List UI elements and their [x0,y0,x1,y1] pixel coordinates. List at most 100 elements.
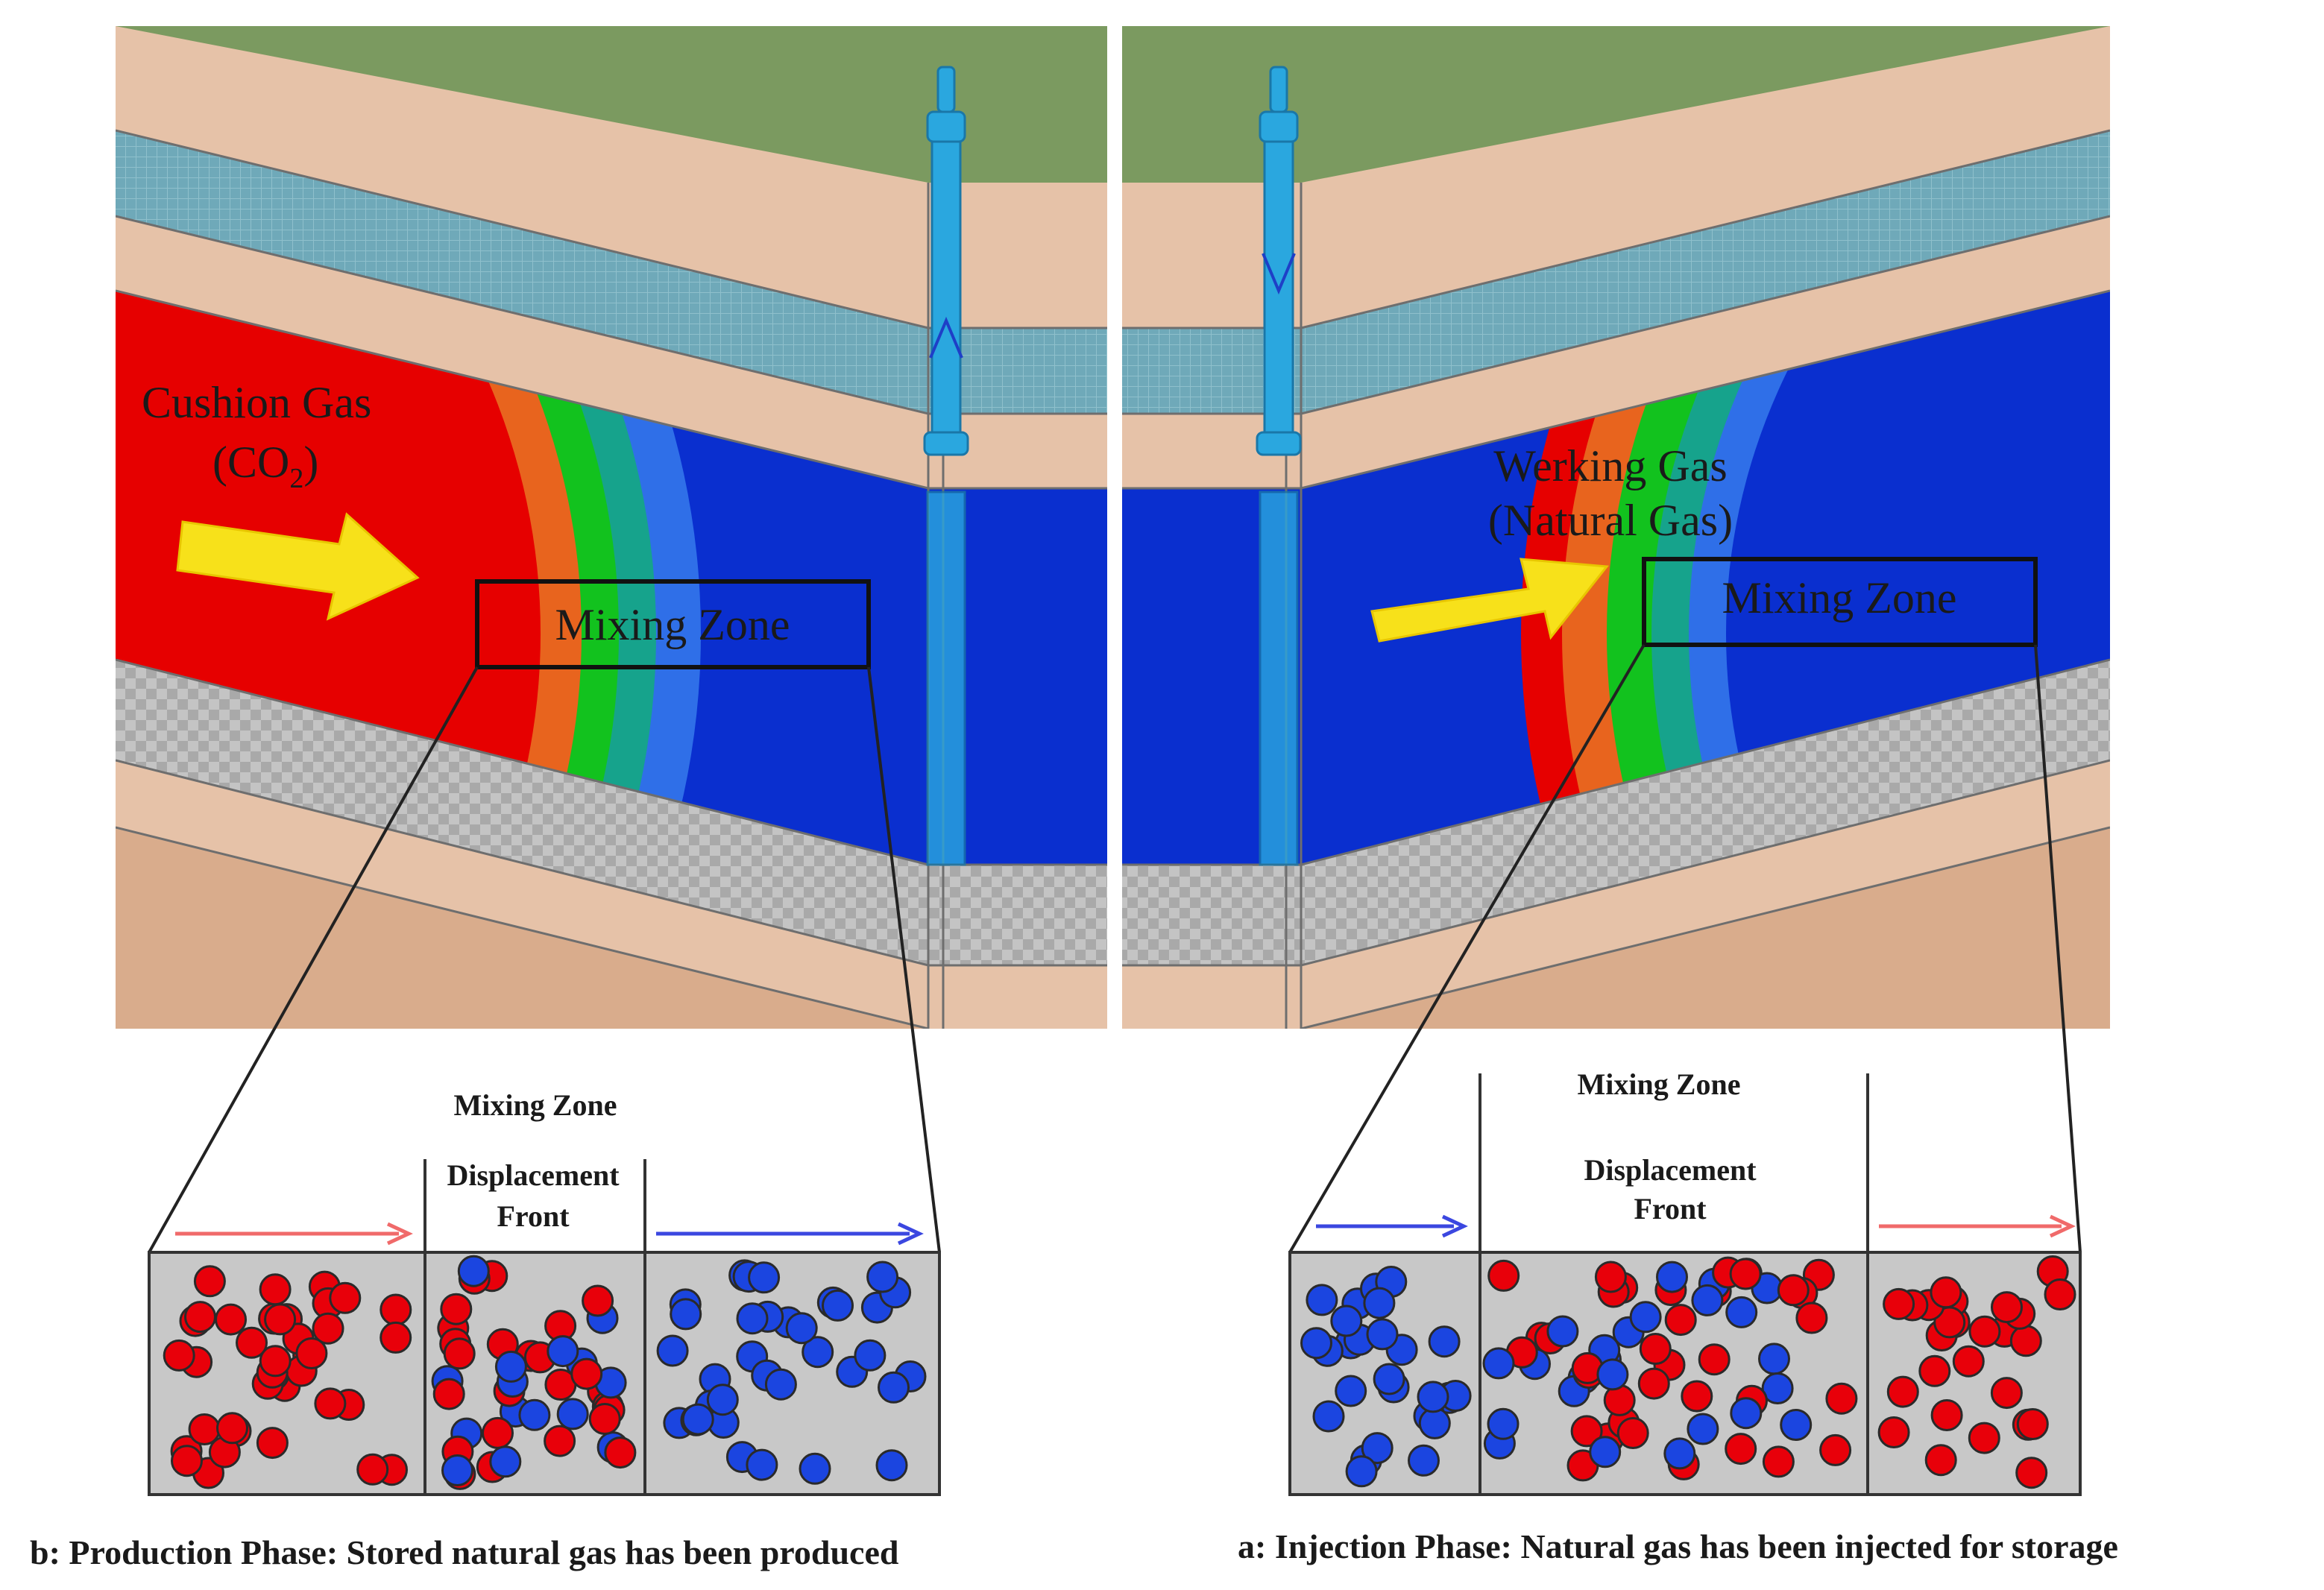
working-gas-particle [799,1452,831,1485]
working-gas-particle [785,1312,818,1345]
working-gas-particle [1758,1343,1790,1375]
left-geology-panel: Cushion Gas (CO2) Mixing Zone [116,26,1107,1029]
working-gas-particle [1330,1305,1363,1337]
working-gas-particle [1761,1372,1794,1404]
cushion-gas-particle [1777,1274,1810,1307]
caption-production-phase: b: Production Phase: Stored natural gas … [30,1533,899,1571]
cushion-gas-particle [1681,1380,1713,1413]
cushion-gas-label: Cushion Gas [142,378,371,427]
cushion-gas-particle [1725,1433,1757,1466]
working-gas-particle [1428,1325,1461,1358]
cushion-gas-particle [329,1281,362,1314]
cushion-gas-particle [259,1273,292,1306]
mixing-zone-label-right: Mixing Zone [1722,573,1957,622]
cushion-gas-particle [2009,1325,2042,1357]
tan-layer-low [116,760,1107,1029]
cushion-gas-particle [1825,1382,1858,1415]
cushion-gas-particle [2044,1278,2076,1310]
cushion-gas-particle [236,1326,268,1359]
mixing-zone-box-right [1642,557,2038,647]
cushion-gas-particle [1930,1276,1962,1309]
inset-title-left: Mixing Zone [454,1088,617,1122]
cushion-gas-particle [356,1453,389,1486]
working-gas-particle [1663,1437,1696,1470]
working-gas-particle [1300,1327,1332,1360]
working-gas-particle [746,1448,778,1481]
working-gas-particle [1725,1296,1758,1328]
working-gas-particle [1408,1444,1440,1477]
cushion-gas-particle [1990,1377,2023,1410]
working-gas-particle [1418,1407,1451,1439]
working-gas-particle [1366,1318,1399,1351]
working-gas-particle [1589,1436,1622,1468]
front-label-right: Front [1634,1192,1707,1225]
cushion-gas-particle [588,1403,621,1435]
cushion-gas-particle [184,1301,216,1334]
cushion-gas-particle [1762,1445,1795,1478]
cushion-gas-particle [1991,1291,2023,1324]
caption-injection-phase: a: Injection Phase: Natural gas has been… [1238,1527,2118,1565]
cushion-gas-particle [482,1416,514,1449]
cushion-gas-particle [264,1303,297,1336]
working-gas-particle [1373,1363,1405,1395]
cushion-gas-particle [1637,1367,1670,1400]
cushion-gas-particle [1930,1399,1963,1431]
cushion-gas-particle [544,1425,576,1457]
cushion-gas-particle [259,1345,292,1378]
cushion-gas-particle [1729,1258,1762,1290]
cushion-gas-particle [1664,1304,1697,1337]
cushion-gas-particle [1877,1416,1910,1448]
cushion-gas-particle [163,1339,195,1372]
working-gas-particle [1306,1284,1338,1316]
working-gas-particle [457,1255,490,1287]
cushion-gas-particle [570,1357,603,1390]
working-gas-particle [1335,1375,1367,1407]
cushion-gas-particle [440,1293,473,1325]
working-gas-particle [1363,1287,1396,1319]
well-right [1256,66,1302,866]
working-gas-particle [1780,1409,1813,1441]
cushion-gas-arrow-icon [176,512,420,621]
cushion-gas-particle [1639,1333,1672,1365]
working-gas-particle [878,1371,910,1404]
working-gas-arrow-icon [1370,558,1609,643]
working-gas-sublabel: (Natural Gas) [1488,496,1733,545]
well-down-arrow-icon [1262,253,1296,295]
working-gas-particle [681,1403,714,1436]
cushion-gas-particle [1698,1343,1731,1376]
working-gas-particle [1487,1407,1520,1440]
displacement-front-right: Displacement [1584,1153,1757,1187]
mixing-zone-box-left [475,579,871,669]
right-inset: Mixing Zone Displacement Front [1288,1067,2082,1496]
working-gas-particle [670,1298,702,1331]
working-gas-particle [1730,1397,1763,1430]
left-inset: Mixing Zone Displacement Front [148,1088,941,1496]
cushion-gas-particle [256,1427,289,1460]
tan-layer-mid [116,216,1107,488]
working-gas-particle [1656,1261,1688,1293]
mixing-zone-label-left: Mixing Zone [555,600,790,649]
cushion-gas-particle [1883,1287,1915,1320]
cushion-gas-particle [443,1337,476,1370]
surface-green [116,26,1107,183]
working-gas-particle [556,1398,589,1430]
working-gas-particle [1691,1284,1724,1316]
cushion-gas-particle [432,1378,465,1410]
working-gas-particle [489,1445,522,1478]
cushion-gas-particle [314,1387,347,1420]
working-gas-particle [802,1336,834,1369]
working-gas-particle [1417,1381,1449,1413]
cushion-gas-particle [582,1284,614,1317]
cushion-gas-particle [1924,1444,1957,1477]
working-gas-particle [547,1335,579,1368]
cushion-gas-particle [1570,1415,1603,1448]
well-up-arrow-icon [929,316,963,359]
inset-title-right: Mixing Zone [1578,1067,1741,1101]
cushion-gas-particle [1968,1315,2001,1348]
working-gas-particle [494,1350,527,1383]
working-gas-label: Werking Gas [1493,441,1727,490]
working-gas-particle [736,1302,769,1335]
cushion-gas-particle [215,1303,247,1336]
cushion-gas-particle [1918,1354,1951,1387]
